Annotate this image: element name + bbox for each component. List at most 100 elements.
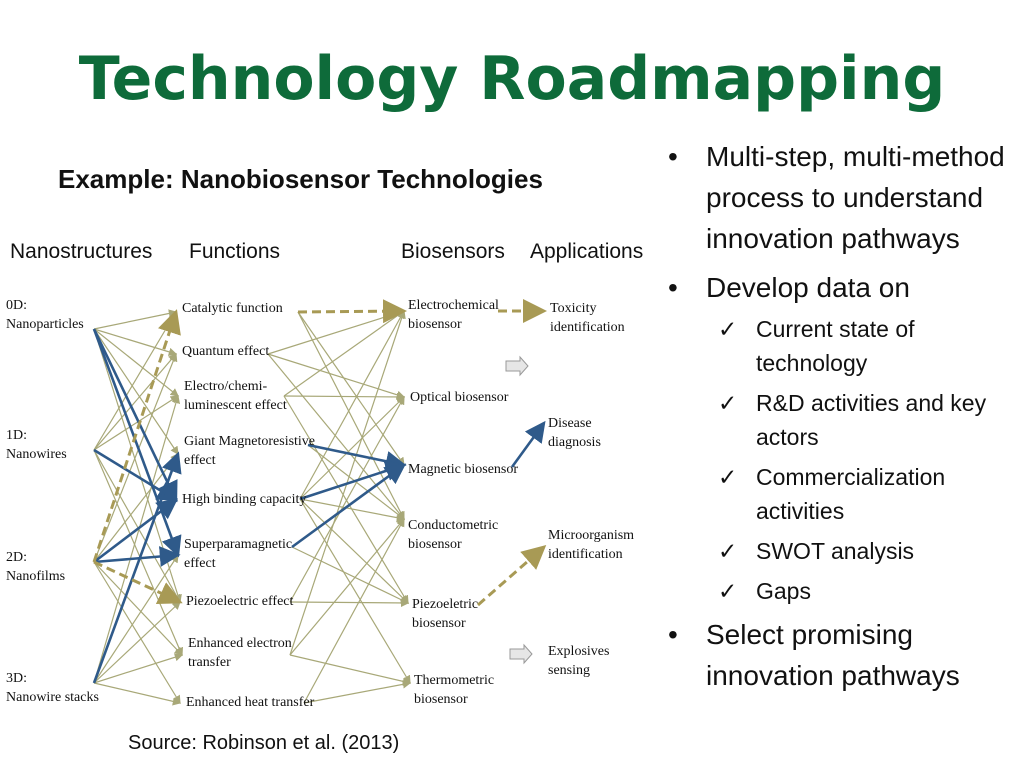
connection-line <box>297 299 407 324</box>
connection-line <box>477 545 547 607</box>
sub-bullet-item: ✓ SWOT analysis <box>662 534 1022 568</box>
connection-line <box>93 653 184 684</box>
nanostructure-label: 3D:Nanowire stacks <box>6 671 99 705</box>
connection-line <box>93 553 179 684</box>
block-arrow-icon <box>509 643 533 665</box>
connection-line <box>289 518 405 656</box>
connection-line <box>299 309 405 500</box>
bullet-text: Develop data on <box>706 272 910 303</box>
connection-lines <box>92 299 547 706</box>
connection-line <box>291 463 407 549</box>
connection-line <box>289 598 410 608</box>
function-label: Catalytic function <box>182 301 283 316</box>
connection-line <box>93 546 181 567</box>
sub-bullet-text: SWOT analysis <box>756 538 915 564</box>
checkmark-icon: ✓ <box>718 464 738 490</box>
connection-line <box>289 395 405 603</box>
function-label: Piezoelectric effect <box>186 594 294 609</box>
checkmark-icon: ✓ <box>718 390 738 416</box>
connection-line <box>303 517 405 704</box>
connection-line <box>291 546 410 604</box>
bullet-dot-icon: • <box>668 619 678 650</box>
connection-line <box>267 309 406 355</box>
nanostructure-label: 1D:Nanowires <box>6 428 67 462</box>
connection-line <box>299 498 406 522</box>
bullet-item: • Develop data on <box>662 267 1022 308</box>
connection-line <box>93 395 180 451</box>
connection-line <box>297 311 405 466</box>
block-arrow-icon <box>505 355 529 377</box>
connection-line <box>283 392 406 402</box>
column-header-biosensors: Biosensors <box>401 240 505 263</box>
connection-line <box>283 395 409 605</box>
connection-line <box>93 394 181 684</box>
sub-bullet-text: Commercialization activities <box>756 464 946 524</box>
bullet-text: Select promising innovation pathways <box>706 619 960 691</box>
connection-line <box>307 443 407 472</box>
sub-bullet-item: ✓ R&D activities and key actors <box>662 386 1022 454</box>
checkmark-icon: ✓ <box>718 538 738 564</box>
connection-line <box>289 654 412 686</box>
biosensor-label: Optical biosensor <box>410 390 509 405</box>
bullet-item: • Multi-step, multi-method process to un… <box>662 136 1022 259</box>
connection-line <box>93 561 183 656</box>
connection-line <box>92 309 181 563</box>
connection-line <box>303 680 412 704</box>
connection-line <box>299 498 409 604</box>
connection-line <box>93 449 184 657</box>
connection-line <box>299 498 411 685</box>
function-label: Quantum effect <box>182 344 269 359</box>
sub-bullet-text: Gaps <box>756 578 811 604</box>
checkmark-icon: ✓ <box>718 316 738 342</box>
sub-bullet-text: R&D activities and key actors <box>756 390 987 450</box>
sub-bullet-text: Current state of technology <box>756 316 915 376</box>
connection-line <box>92 451 182 684</box>
connection-line <box>297 311 405 521</box>
connection-line <box>93 560 183 605</box>
sub-bullet-item: ✓ Gaps <box>662 574 1022 608</box>
column-header-applications: Applications <box>530 240 644 263</box>
checkmark-icon: ✓ <box>718 578 738 604</box>
connection-line <box>93 561 181 705</box>
connection-line <box>510 420 546 468</box>
diagram-labels: 0D:Nanoparticles 1D:Nanowires 2D:Nanofilms… <box>6 298 634 710</box>
block-arrows <box>505 355 533 665</box>
function-label: Enhanced heat transfer <box>186 695 315 710</box>
bullet-text: Multi-step, multi-method process to unde… <box>706 141 1005 254</box>
sub-bullet-item: ✓ Commercialization activities <box>662 460 1022 528</box>
nanostructure-label: 0D:Nanoparticles <box>6 298 84 332</box>
connection-line <box>93 309 178 330</box>
connection-line <box>267 353 405 520</box>
bullet-dot-icon: • <box>668 272 678 303</box>
connection-line <box>93 328 179 455</box>
roadmap-diagram: 0D:Nanoparticles 1D:Nanowires 2D:Nanofilms… <box>6 298 634 710</box>
connection-line <box>267 353 406 399</box>
connection-line <box>299 396 405 500</box>
column-header-nanostructures: Nanostructures <box>10 240 153 263</box>
connection-line <box>93 328 178 356</box>
function-label: High binding capacity <box>182 492 306 507</box>
connection-line <box>93 682 182 706</box>
connection-line <box>93 448 179 502</box>
bullet-item: • Select promising innovation pathways <box>662 614 1022 696</box>
example-subtitle: Example: Nanobiosensor Technologies <box>58 164 543 194</box>
connection-line <box>93 498 179 564</box>
connection-line <box>93 449 181 604</box>
source-citation: Source: Robinson et al. (2013) <box>128 732 400 754</box>
bullet-dot-icon: • <box>668 141 678 172</box>
connection-line <box>93 352 178 563</box>
connection-line <box>283 310 405 397</box>
connection-line <box>93 353 177 451</box>
bullet-list: • Multi-step, multi-method process to un… <box>662 136 1022 696</box>
nanostructure-label: 2D:Nanofilms <box>6 550 65 584</box>
